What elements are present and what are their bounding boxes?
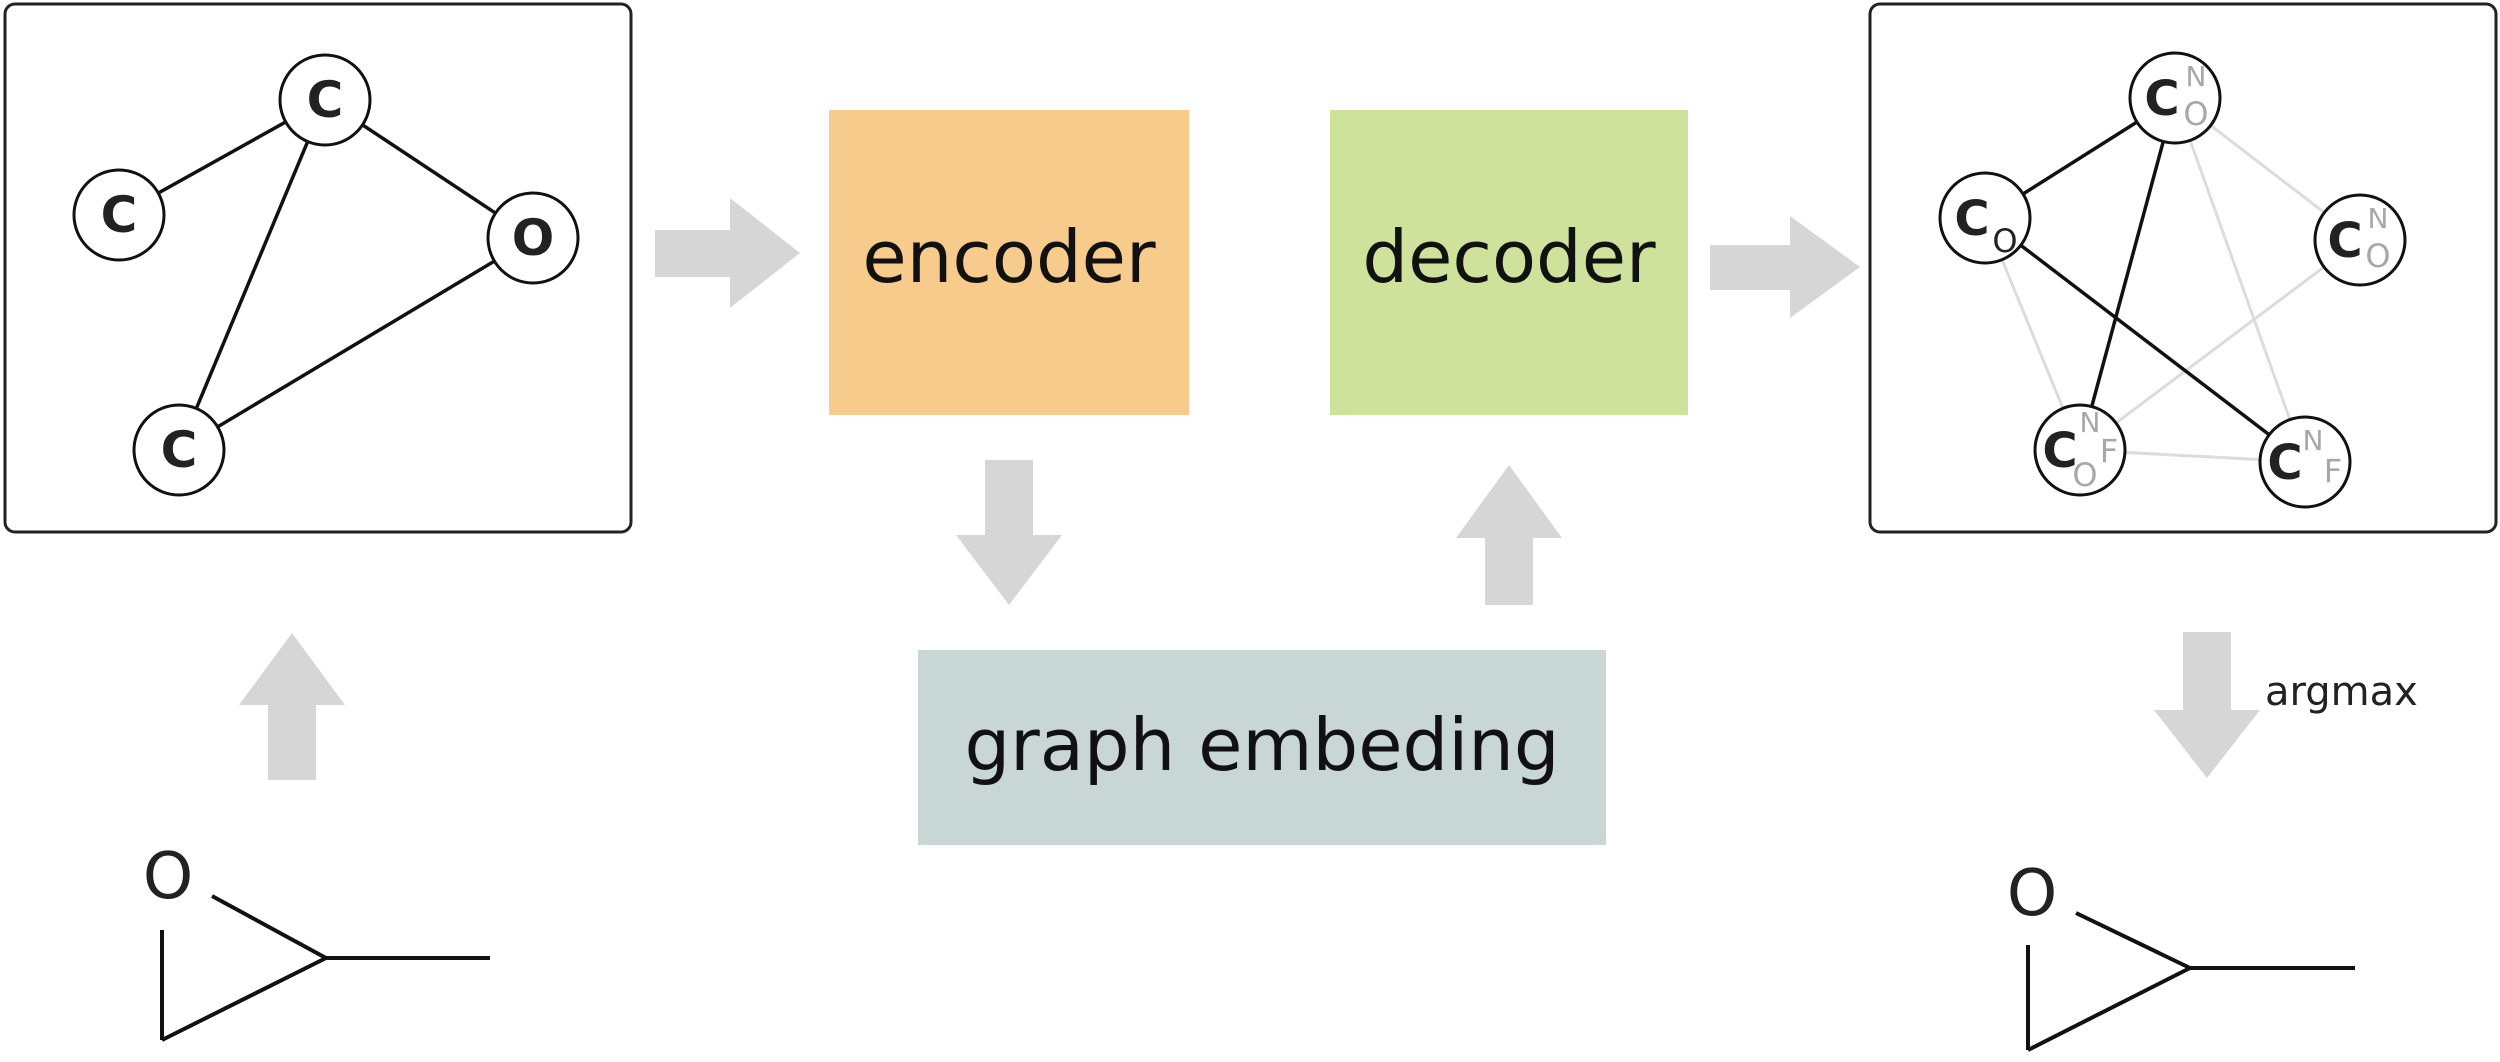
svg-text:C: C [2144, 71, 2179, 127]
input-molecule: O [143, 840, 490, 1042]
edge [178, 236, 534, 452]
edge [2173, 97, 2307, 463]
arrow-up [1456, 465, 1562, 605]
svg-text:F: F [2324, 452, 2342, 490]
svg-text:O: O [2365, 237, 2390, 275]
edge [2079, 238, 2361, 452]
svg-text:encoder: encoder [862, 215, 1156, 299]
arrow-up [239, 633, 345, 780]
output-atom-node: C N F [2258, 415, 2352, 509]
svg-text:F: F [2100, 432, 2118, 470]
input-graph-frame [3, 2, 633, 534]
svg-text:N: N [2186, 60, 2207, 93]
svg-text:graph embeding: graph embeding [964, 703, 1559, 787]
svg-text:C: C [307, 71, 344, 129]
molecule-atom-label: O [143, 840, 193, 914]
bond [211, 894, 327, 960]
svg-text:O: O [2072, 456, 2097, 494]
svg-text:C: C [2327, 213, 2362, 269]
arrows [239, 198, 2260, 780]
arrow-down [2154, 632, 2260, 778]
bond [2075, 911, 2191, 970]
input-graph-panel: C C O C [3, 2, 633, 534]
encoder-box: encoder [829, 110, 1189, 415]
output-graph-panel: C N O C O C N O C N O F C N [1868, 2, 2498, 534]
molecule-atom-label: O [2007, 857, 2057, 931]
edge [1983, 216, 2307, 464]
svg-text:N: N [2080, 406, 2101, 439]
output-atom-node: C N O [2128, 51, 2222, 145]
output-atom-node: C O [1938, 171, 2032, 265]
svg-text:C: C [2042, 423, 2077, 479]
svg-text:C: C [2267, 435, 2302, 491]
svg-text:N: N [2368, 202, 2389, 235]
svg-text:N: N [2303, 424, 2324, 457]
svg-text:C: C [101, 186, 138, 244]
arrow-right [1710, 216, 1860, 318]
svg-text:O: O [1992, 222, 2017, 260]
input-atom-node: C [278, 53, 372, 147]
input-atom-node: O [486, 191, 580, 285]
svg-text:decoder: decoder [1362, 215, 1656, 299]
bond [2027, 966, 2191, 1052]
svg-text:O: O [512, 209, 555, 267]
output-molecule: O [2007, 857, 2355, 1052]
edge [2078, 97, 2177, 451]
arrow-down [956, 460, 1062, 605]
input-atom-node: C [132, 403, 226, 497]
svg-text:C: C [1954, 191, 1989, 247]
graph-embedding-box: graph embeding [918, 650, 1606, 845]
svg-text:O: O [2183, 95, 2208, 133]
output-atom-node: C N O F [2033, 403, 2127, 497]
input-atom-node: C [72, 168, 166, 262]
output-atom-node: C N O [2313, 193, 2407, 287]
bond [161, 956, 327, 1042]
edge [177, 99, 327, 451]
svg-text:C: C [161, 421, 198, 479]
arrow-right [655, 198, 800, 308]
argmax-label: argmax [2265, 669, 2418, 715]
output-graph-frame [1868, 2, 2498, 534]
decoder-box: decoder [1330, 110, 1688, 415]
